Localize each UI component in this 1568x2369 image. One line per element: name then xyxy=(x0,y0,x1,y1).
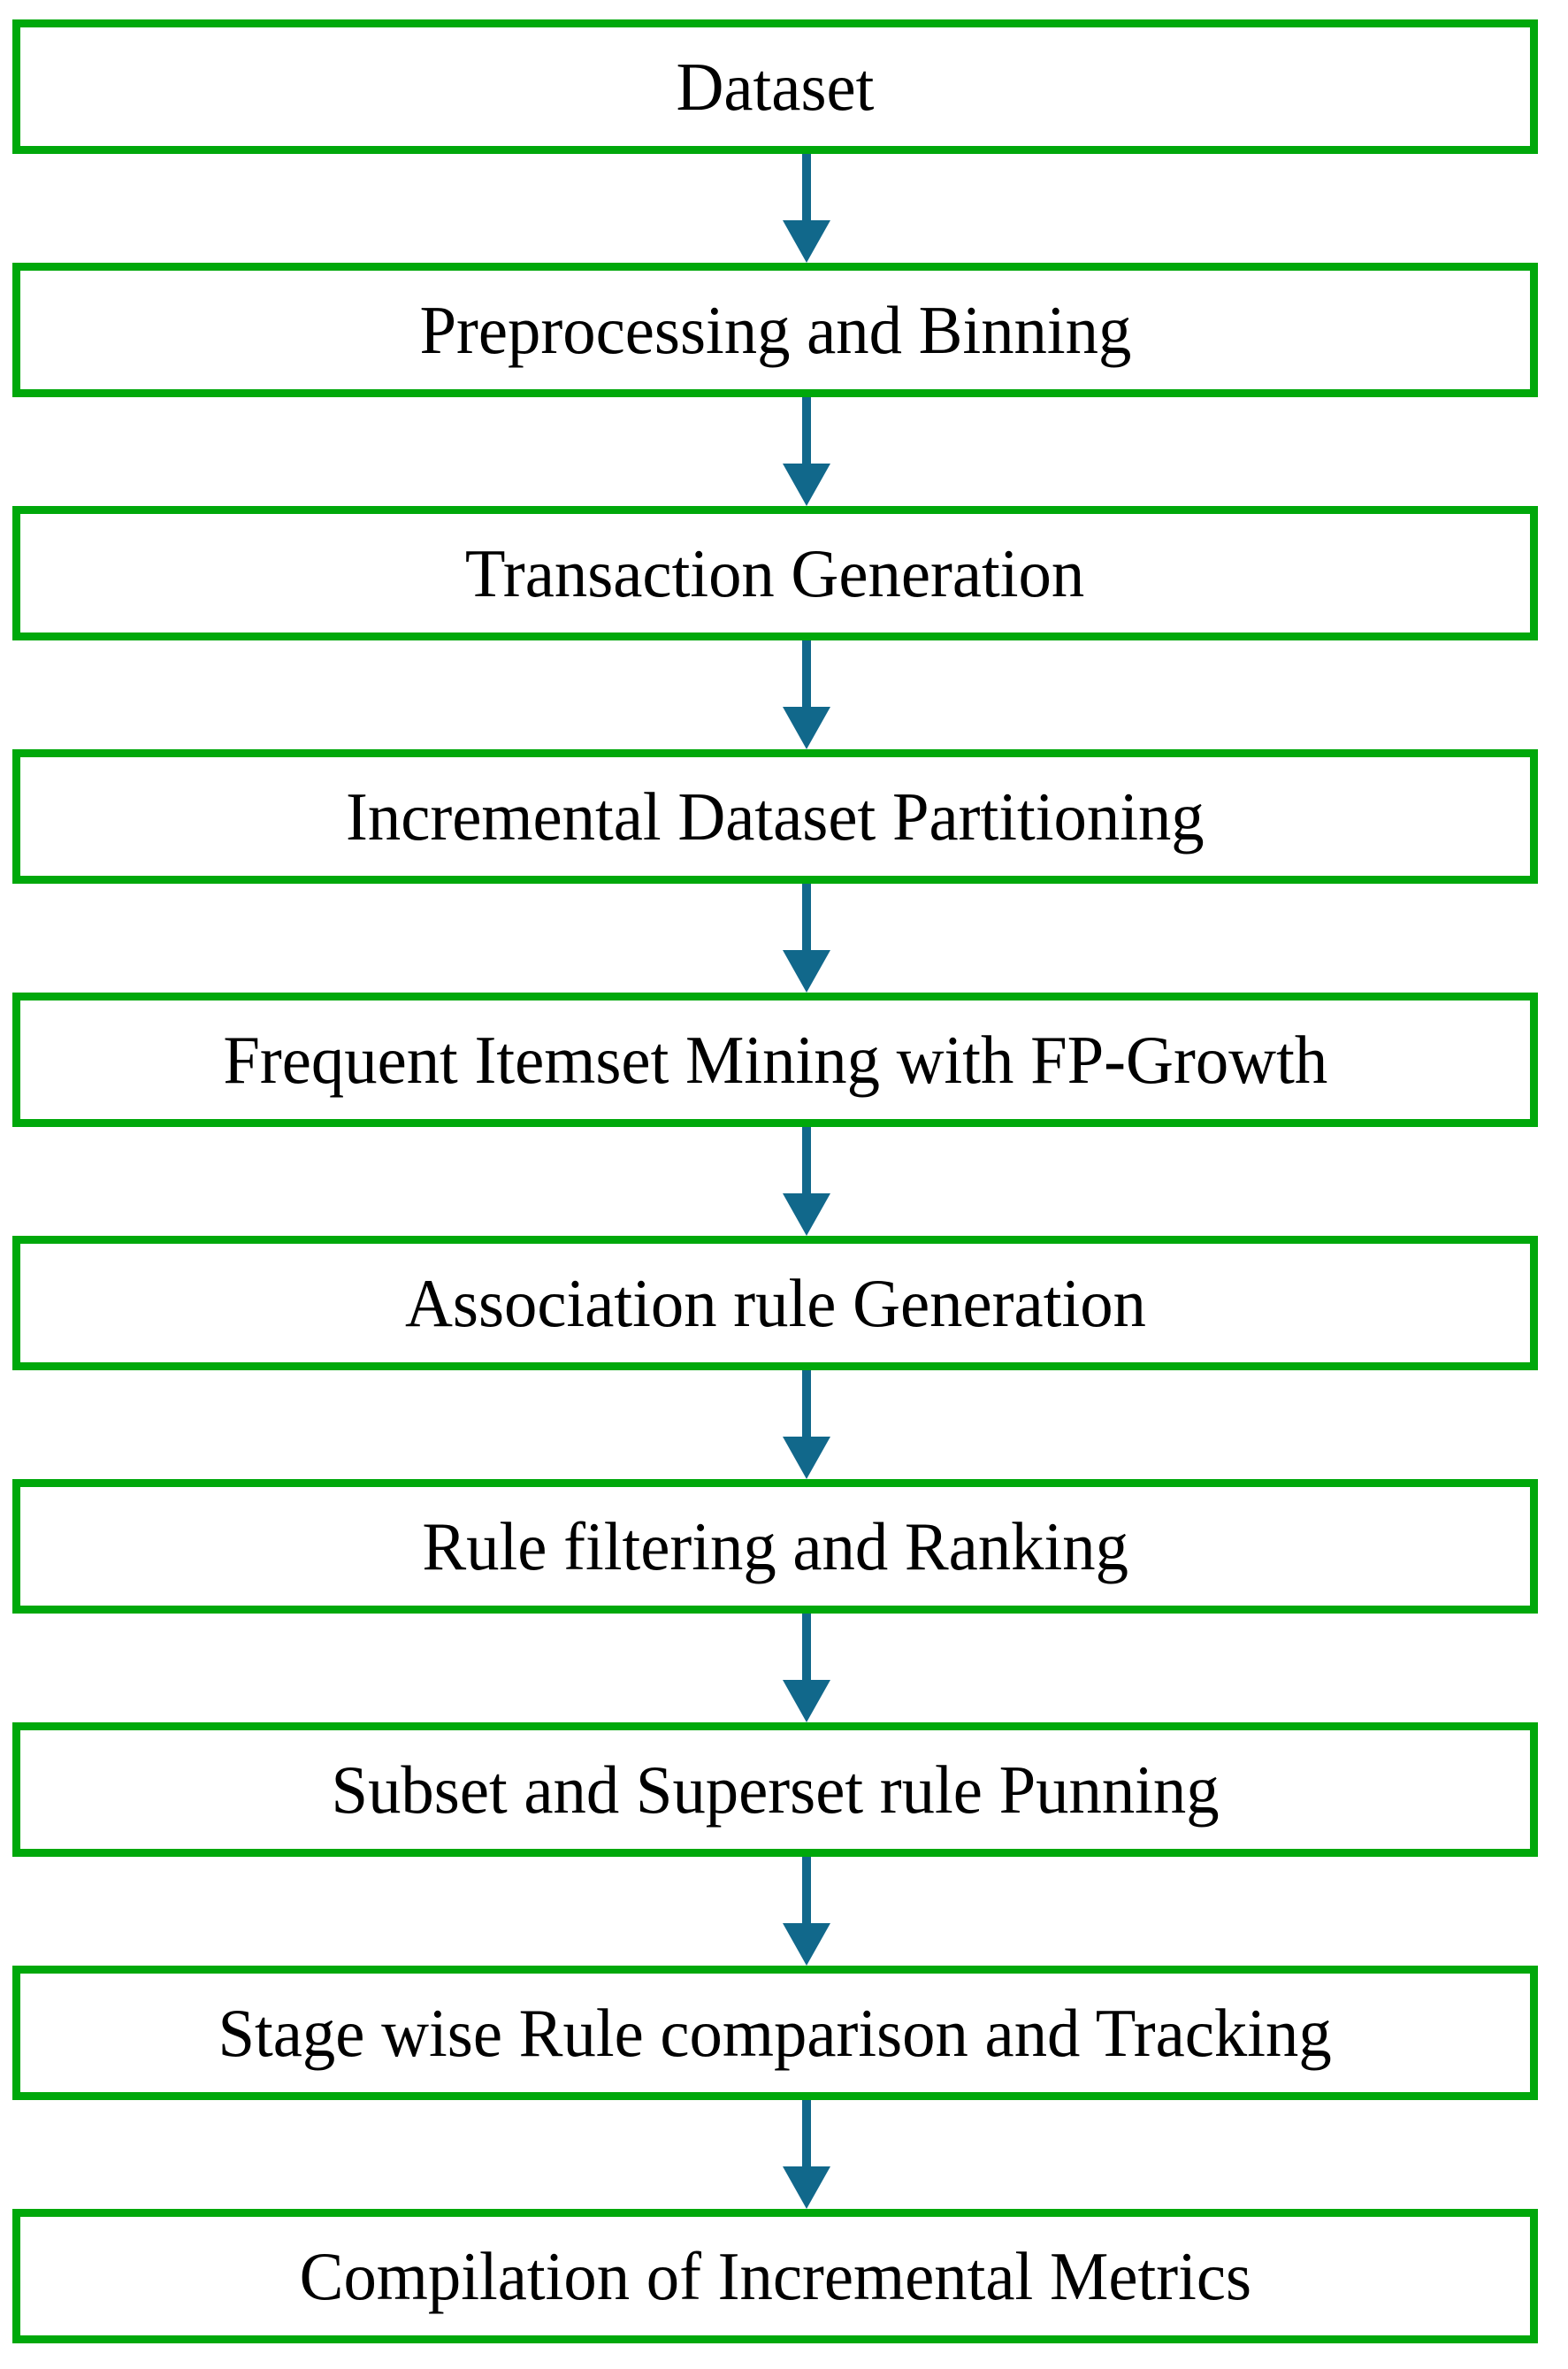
arrow-down-icon xyxy=(783,154,830,263)
arrow-down-icon xyxy=(783,2100,830,2209)
flow-node-label: Incremental Dataset Partitioning xyxy=(346,778,1205,855)
flow-node-label: Frequent Itemset Mining with FP-Growth xyxy=(223,1021,1327,1098)
arrow-down-icon xyxy=(783,1127,830,1236)
arrow-stem xyxy=(802,2100,811,2169)
arrow-stem xyxy=(802,154,811,223)
arrow-stem xyxy=(802,397,811,466)
flow-node: Incremental Dataset Partitioning xyxy=(12,749,1538,884)
arrow-head xyxy=(783,1923,830,1966)
arrow-head xyxy=(783,1193,830,1236)
flow-node: Rule filtering and Ranking xyxy=(12,1479,1538,1614)
arrow-head xyxy=(783,950,830,993)
arrow-down-icon xyxy=(783,397,830,506)
arrow-head xyxy=(783,2166,830,2209)
flow-node-label: Compilation of Incremental Metrics xyxy=(299,2237,1251,2314)
flow-node: Preprocessing and Binning xyxy=(12,263,1538,397)
flow-node: Dataset xyxy=(12,19,1538,154)
flow-node: Compilation of Incremental Metrics xyxy=(12,2209,1538,2343)
flow-node-label: Dataset xyxy=(676,48,875,125)
arrow-down-icon xyxy=(783,1370,830,1479)
flow-node-label: Association rule Generation xyxy=(404,1264,1146,1341)
flow-node-label: Rule filtering and Ranking xyxy=(422,1507,1128,1584)
arrow-head xyxy=(783,707,830,749)
arrow-head xyxy=(783,1680,830,1722)
arrow-stem xyxy=(802,1614,811,1683)
flow-node-label: Preprocessing and Binning xyxy=(419,291,1131,368)
arrow-stem xyxy=(802,1127,811,1196)
arrow-stem xyxy=(802,640,811,709)
flow-node: Subset and Superset rule Punning xyxy=(12,1722,1538,1857)
arrow-down-icon xyxy=(783,884,830,993)
flow-node-label: Transaction Generation xyxy=(465,534,1085,611)
arrow-head xyxy=(783,1437,830,1479)
arrow-head xyxy=(783,464,830,506)
arrow-down-icon xyxy=(783,1857,830,1966)
arrow-stem xyxy=(802,1857,811,1926)
flow-node-label: Stage wise Rule comparison and Tracking xyxy=(218,1994,1333,2071)
arrow-down-icon xyxy=(783,640,830,749)
flow-node: Association rule Generation xyxy=(12,1236,1538,1370)
flow-node-label: Subset and Superset rule Punning xyxy=(331,1751,1220,1828)
arrow-down-icon xyxy=(783,1614,830,1722)
arrow-stem xyxy=(802,1370,811,1439)
arrow-stem xyxy=(802,884,811,953)
flow-node: Frequent Itemset Mining with FP-Growth xyxy=(12,993,1538,1127)
flow-node: Transaction Generation xyxy=(12,506,1538,640)
flow-node: Stage wise Rule comparison and Tracking xyxy=(12,1966,1538,2100)
arrow-head xyxy=(783,220,830,263)
